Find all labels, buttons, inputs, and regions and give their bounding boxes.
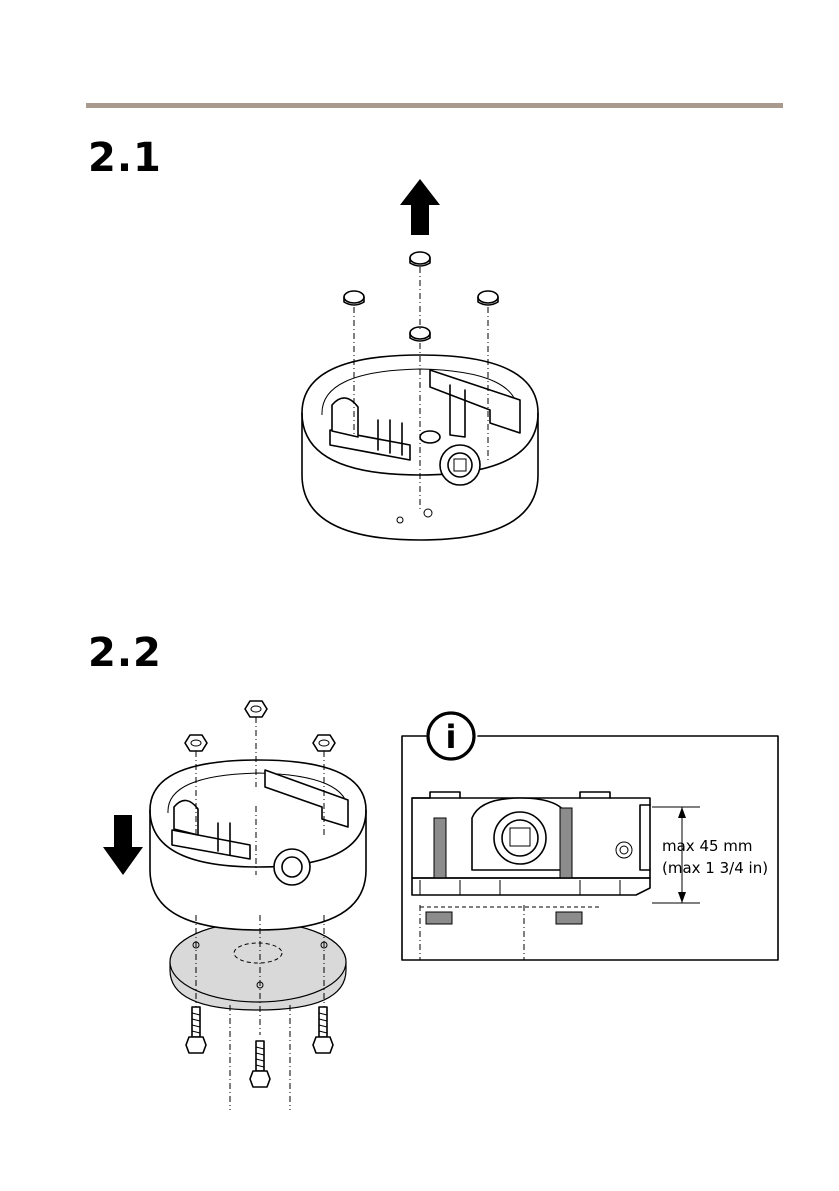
nut-icon	[313, 735, 335, 751]
screw-icon	[186, 1007, 206, 1053]
mount-housing-illustration	[100, 695, 370, 1110]
info-icon-glyph: i	[446, 718, 457, 756]
screw-icon	[250, 1041, 270, 1087]
arrow-up-icon	[400, 179, 440, 235]
remove-plugs-illustration	[290, 175, 550, 550]
plug-icon	[478, 291, 498, 305]
plug-icon	[410, 252, 430, 266]
arrow-down-icon	[103, 815, 143, 875]
max-height-metric: max 45 mm	[662, 836, 753, 856]
info-icon: i	[425, 710, 477, 762]
step-number-2-2: 2.2	[88, 633, 162, 673]
screw-icon	[313, 1007, 333, 1053]
step-number-2-1: 2.1	[88, 138, 162, 178]
nut-icon	[245, 701, 267, 717]
nut-icon	[185, 735, 207, 751]
plug-icon	[344, 291, 364, 305]
header-rule	[86, 103, 783, 108]
plug-icon	[410, 327, 430, 341]
max-height-imperial: (max 1 3/4 in)	[662, 858, 768, 878]
